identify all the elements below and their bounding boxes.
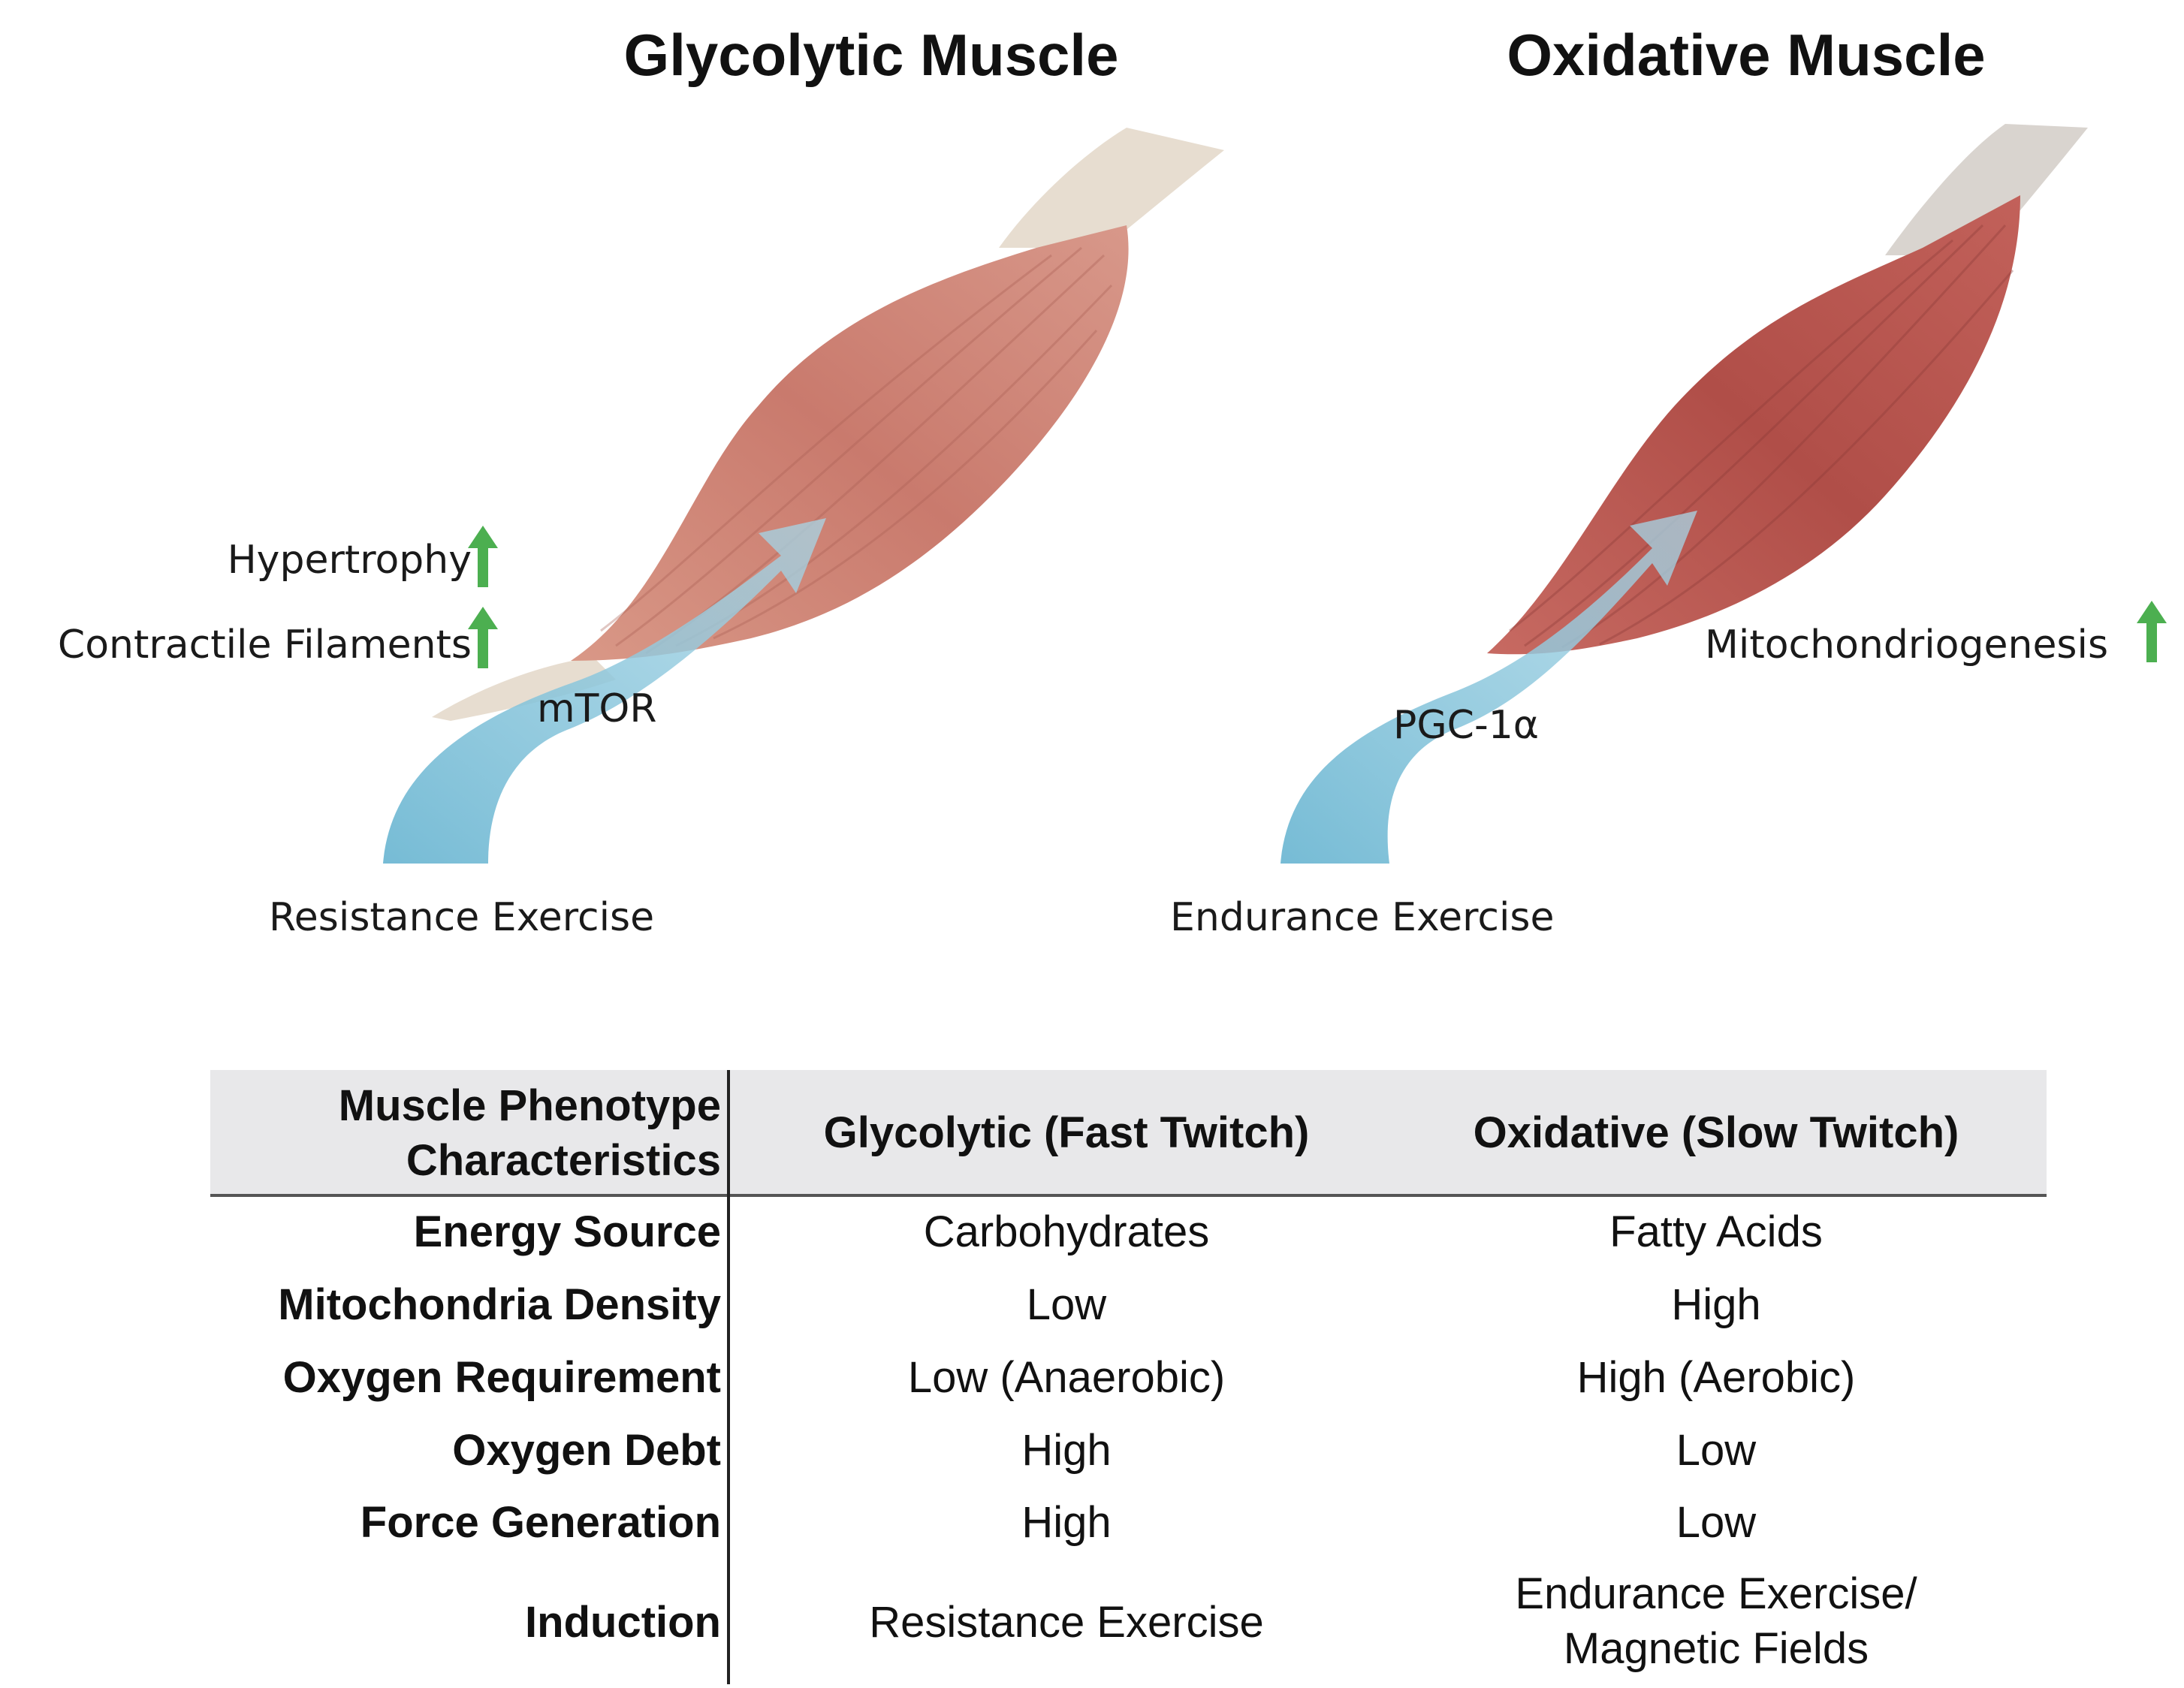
left-upper-tendon	[999, 128, 1224, 248]
header-characteristics: Muscle Phenotype Characteristics	[339, 1079, 721, 1188]
effect-label: Mitochondriogenesis	[1705, 622, 2109, 668]
right-muscle-belly	[1487, 195, 2020, 655]
row-oxidative: High (Aerobic)	[1576, 1353, 1856, 1402]
row-label: Force Generation	[360, 1498, 721, 1547]
exercise-resistance: Resistance Exercise	[269, 895, 655, 940]
effect-mitochondriogenesis: Mitochondriogenesis	[1705, 625, 2108, 665]
row-oxidative-line: Endurance Exercise/	[1515, 1569, 1917, 1618]
oxidative-title: Oxidative Muscle	[1507, 22, 1986, 88]
glycolytic-muscle-drawing	[383, 128, 1224, 864]
header-oxidative: Oxidative (Slow Twitch)	[1473, 1108, 1959, 1157]
row-glycolytic: Carbohydrates	[923, 1207, 1210, 1256]
muscle-illustrations	[383, 124, 2088, 864]
header-line: Muscle Phenotype	[338, 1081, 721, 1130]
header-line: Characteristics	[406, 1135, 721, 1185]
exercise-endurance: Endurance Exercise	[1170, 895, 1555, 940]
row-oxidative-line: Magnetic Fields	[1563, 1623, 1869, 1673]
row-label: Induction	[525, 1598, 721, 1647]
row-oxidative: Low	[1676, 1498, 1757, 1547]
effect-label: Contractile Filaments	[57, 622, 472, 668]
left-muscle-belly	[571, 225, 1129, 661]
left-lower-tendon	[432, 657, 616, 721]
row-label: Oxygen Requirement	[282, 1353, 721, 1402]
up-arrow-icon	[468, 607, 498, 668]
table-divider	[727, 1070, 730, 1684]
glycolytic-title: Glycolytic Muscle	[623, 22, 1119, 88]
up-arrow-icon	[468, 526, 498, 587]
resistance-exercise-arrow	[383, 518, 826, 864]
effect-label: Hypertrophy	[227, 538, 472, 583]
row-glycolytic: Low	[1026, 1280, 1107, 1329]
up-arrow-icon	[2137, 601, 2167, 662]
row-glycolytic: Resistance Exercise	[869, 1598, 1264, 1647]
row-label: Energy Source	[413, 1207, 721, 1256]
phenotype-table: Muscle Phenotype Characteristics Glycoly…	[210, 1070, 2047, 1688]
effect-hypertrophy: Hypertrophy	[228, 541, 472, 580]
row-glycolytic: High	[1021, 1426, 1112, 1475]
right-upper-tendon	[1885, 124, 2088, 255]
effect-contractile-filaments: Contractile Filaments	[58, 625, 472, 665]
pathway-mtor: mTOR	[537, 686, 657, 731]
row-oxidative: Low	[1676, 1426, 1757, 1475]
row-glycolytic: High	[1021, 1498, 1112, 1547]
row-oxidative: Fatty Acids	[1609, 1207, 1823, 1256]
row-label: Mitochondria Density	[278, 1280, 721, 1329]
header-glycolytic: Glycolytic (Fast Twitch)	[823, 1108, 1310, 1157]
row-glycolytic: Low (Anaerobic)	[907, 1353, 1226, 1402]
oxidative-muscle-drawing	[1281, 124, 2088, 864]
pathway-pgc1a: PGC-1α	[1393, 703, 1540, 748]
row-oxidative: High	[1671, 1280, 1761, 1329]
table-header	[210, 1070, 2047, 1197]
row-label: Oxygen Debt	[452, 1426, 721, 1475]
row-oxidative: Endurance Exercise/ Magnetic Fields	[1386, 1567, 2047, 1676]
endurance-exercise-arrow	[1281, 511, 1697, 864]
